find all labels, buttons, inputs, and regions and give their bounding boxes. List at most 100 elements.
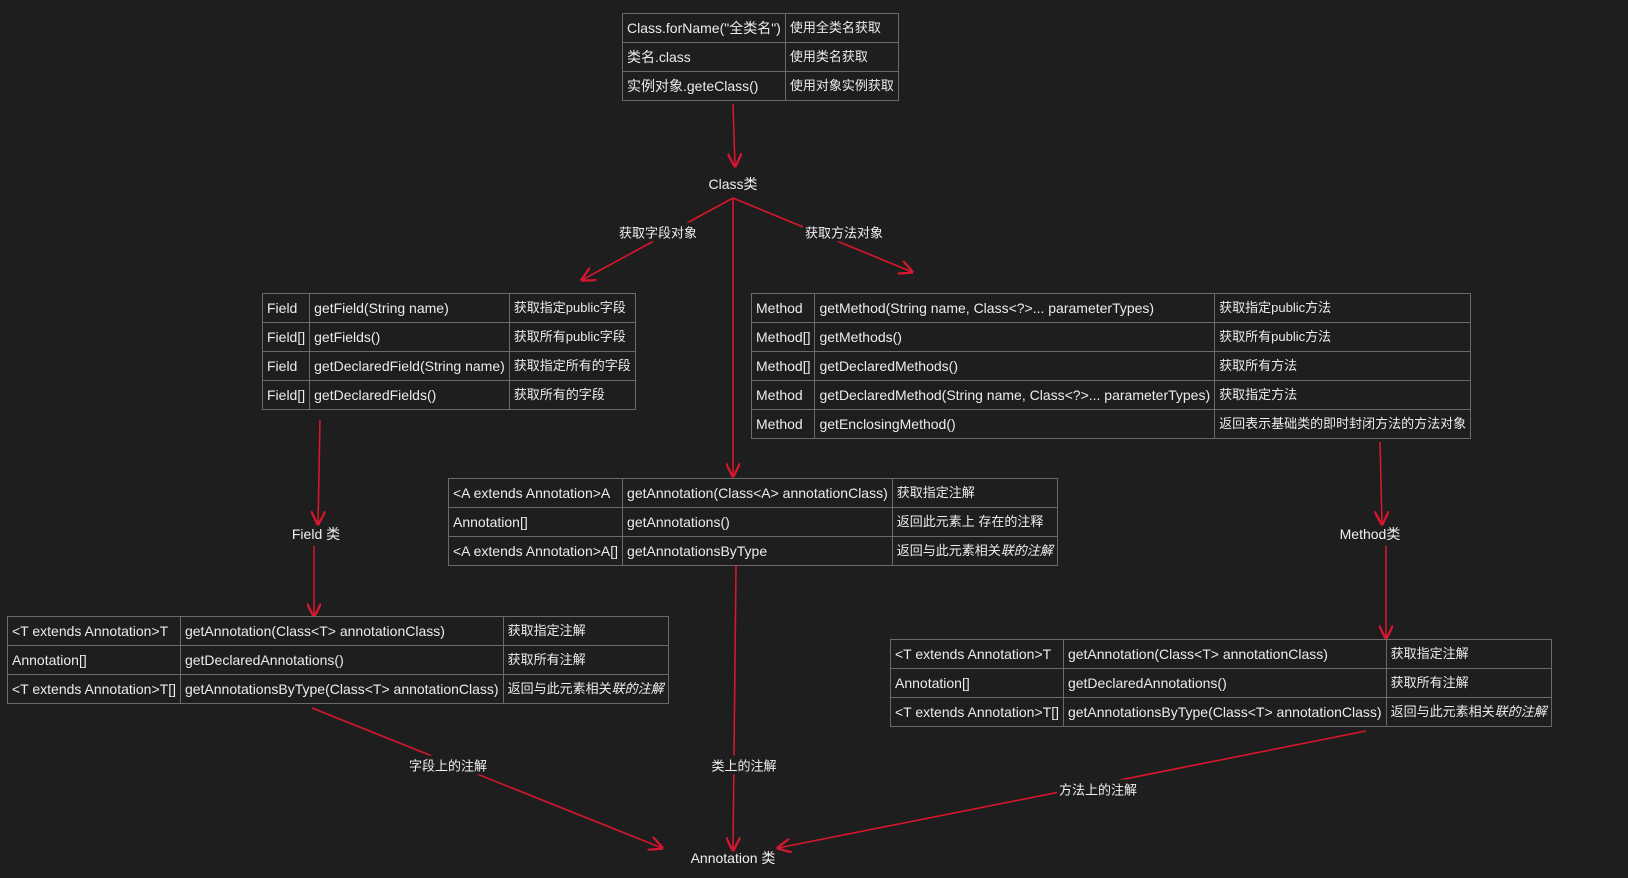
cell-expression: Class.forName("全类名") <box>622 13 786 43</box>
table-row: Field[] getDeclaredFields() 获取所有的字段 <box>261 380 636 410</box>
cell-expression: 类名.class <box>622 42 786 72</box>
table-row: 实例对象.geteClass() 使用对象实例获取 <box>622 71 899 101</box>
class-annotation-methods-table: <A extends Annotation>A getAnnotation(Cl… <box>447 478 1058 566</box>
cell-method: getDeclaredMethods() <box>814 351 1216 381</box>
cell-return-type: Field <box>261 351 311 381</box>
edge-label-field-annotations: 字段上的注解 <box>406 755 490 775</box>
cell-description: 返回与此元素相关联的注解 <box>891 536 1058 566</box>
field-methods-table: Field getField(String name) 获取指定public字段… <box>261 293 636 410</box>
cell-method: getAnnotations() <box>622 507 893 537</box>
cell-description: 使用全类名获取 <box>784 13 899 43</box>
edge-label-method-annotations: 方法上的注解 <box>1056 779 1140 799</box>
cell-method: getAnnotation(Class<A> annotationClass) <box>622 478 893 508</box>
cell-return-type: Method <box>750 293 816 323</box>
cell-description: 获取指定方法 <box>1214 380 1472 410</box>
table-row: <T extends Annotation>T getAnnotation(Cl… <box>890 639 1552 669</box>
arrow-class-annotations-to-annotation <box>733 565 736 850</box>
cell-return-type: Field <box>261 293 311 323</box>
arrow-methods-to-method-class <box>1380 441 1382 524</box>
table-row: Method[] getDeclaredMethods() 获取所有方法 <box>750 351 1472 381</box>
cell-method: getDeclaredField(String name) <box>309 351 510 381</box>
cell-return-type: <T extends Annotation>T <box>7 616 181 646</box>
class-node: Class类 <box>708 176 758 192</box>
method-class-node: Method类 <box>1339 526 1401 542</box>
table-row: Annotation[] getDeclaredAnnotations() 获取… <box>890 668 1552 698</box>
cell-description: 获取指定public方法 <box>1214 293 1472 323</box>
cell-return-type: Method <box>750 409 816 439</box>
description-text: 获取所有注解 <box>1390 675 1469 690</box>
edge-label-get-fields: 获取字段对象 <box>616 222 700 242</box>
table-row: <A extends Annotation>A getAnnotation(Cl… <box>447 478 1058 508</box>
table-row: 类名.class 使用类名获取 <box>622 42 899 72</box>
cell-description: 返回与此元素相关联的注解 <box>1385 697 1552 727</box>
description-text: 获取指定注解 <box>896 485 975 500</box>
cell-method: getAnnotation(Class<T> annotationClass) <box>1062 639 1387 669</box>
field-class-node: Field 类 <box>291 526 341 542</box>
table-row: Annotation[] getAnnotations() 返回此元素上 存在的… <box>447 507 1058 537</box>
description-italic: 联的注解 <box>1494 704 1547 719</box>
cell-description: 获取所有的字段 <box>508 380 636 410</box>
cell-return-type: <T extends Annotation>T <box>890 639 1064 669</box>
cell-description: 获取所有方法 <box>1214 351 1472 381</box>
cell-return-type: Method[] <box>750 351 816 381</box>
class-sources-table: Class.forName("全类名") 使用全类名获取 类名.class 使用… <box>622 13 899 101</box>
cell-description: 使用类名获取 <box>784 42 899 72</box>
cell-method: getAnnotation(Class<T> annotationClass) <box>179 616 504 646</box>
cell-description: 使用对象实例获取 <box>784 71 899 101</box>
cell-return-type: <T extends Annotation>T[] <box>890 697 1064 727</box>
cell-method: getAnnotationsByType <box>622 536 893 566</box>
edge-label-get-methods: 获取方法对象 <box>802 222 886 242</box>
cell-expression: 实例对象.geteClass() <box>622 71 786 101</box>
cell-method: getDeclaredMethod(String name, Class<?>.… <box>814 380 1216 410</box>
cell-description: 获取指定注解 <box>1385 639 1552 669</box>
cell-method: getMethod(String name, Class<?>... param… <box>814 293 1216 323</box>
method-methods-table: Method getMethod(String name, Class<?>..… <box>750 293 1472 439</box>
table-row: <T extends Annotation>T getAnnotation(Cl… <box>7 616 669 646</box>
cell-return-type: Field[] <box>261 380 311 410</box>
description-text: 获取指定注解 <box>507 623 586 638</box>
table-row: Field getField(String name) 获取指定public字段 <box>261 293 636 323</box>
cell-method: getEnclosingMethod() <box>814 409 1216 439</box>
cell-return-type: Field[] <box>261 322 311 352</box>
arrow-fields-to-field-class <box>318 419 320 524</box>
table-row: <T extends Annotation>T[] getAnnotations… <box>7 674 669 704</box>
table-row: <A extends Annotation>A[] getAnnotations… <box>447 536 1058 566</box>
cell-method: getMethods() <box>814 322 1216 352</box>
description-text: 获取指定注解 <box>1390 646 1469 661</box>
description-text: 返回与此元素相关 <box>1390 704 1495 719</box>
cell-return-type: Method <box>750 380 816 410</box>
cell-return-type: <A extends Annotation>A <box>447 478 624 508</box>
cell-method: getAnnotationsByType(Class<T> annotation… <box>179 674 504 704</box>
cell-description: 获取所有public方法 <box>1214 322 1472 352</box>
cell-return-type: Annotation[] <box>890 668 1064 698</box>
description-italic: 联的注解 <box>611 681 664 696</box>
description-text: 返回与此元素相关 <box>896 543 1001 558</box>
description-text: 返回与此元素相关 <box>507 681 612 696</box>
cell-return-type: Annotation[] <box>7 645 181 675</box>
cell-description: 获取所有注解 <box>502 645 669 675</box>
cell-return-type: <A extends Annotation>A[] <box>447 536 624 566</box>
cell-description: 获取指定所有的字段 <box>508 351 636 381</box>
method-annotation-methods-table: <T extends Annotation>T getAnnotation(Cl… <box>890 639 1552 727</box>
description-text: 返回此元素上 存在的注释 <box>896 514 1044 529</box>
table-row: Method getEnclosingMethod() 返回表示基础类的即时封闭… <box>750 409 1472 439</box>
table-row: <T extends Annotation>T[] getAnnotations… <box>890 697 1552 727</box>
cell-description: 返回表示基础类的即时封闭方法的方法对象 <box>1214 409 1472 439</box>
cell-return-type: Method[] <box>750 322 816 352</box>
cell-method: getField(String name) <box>309 293 510 323</box>
cell-description: 返回此元素上 存在的注释 <box>891 507 1058 537</box>
table-row: Field getDeclaredField(String name) 获取指定… <box>261 351 636 381</box>
description-italic: 联的注解 <box>1000 543 1053 558</box>
table-row: Method getMethod(String name, Class<?>..… <box>750 293 1472 323</box>
table-row: Annotation[] getDeclaredAnnotations() 获取… <box>7 645 669 675</box>
cell-method: getFields() <box>309 322 510 352</box>
edge-label-class-annotations: 类上的注解 <box>709 755 779 775</box>
field-annotation-methods-table: <T extends Annotation>T getAnnotation(Cl… <box>7 616 669 704</box>
table-row: Method getDeclaredMethod(String name, Cl… <box>750 380 1472 410</box>
cell-method: getDeclaredFields() <box>309 380 510 410</box>
cell-return-type: Annotation[] <box>447 507 624 537</box>
cell-description: 获取所有注解 <box>1385 668 1552 698</box>
cell-return-type: <T extends Annotation>T[] <box>7 674 181 704</box>
table-row: Method[] getMethods() 获取所有public方法 <box>750 322 1472 352</box>
